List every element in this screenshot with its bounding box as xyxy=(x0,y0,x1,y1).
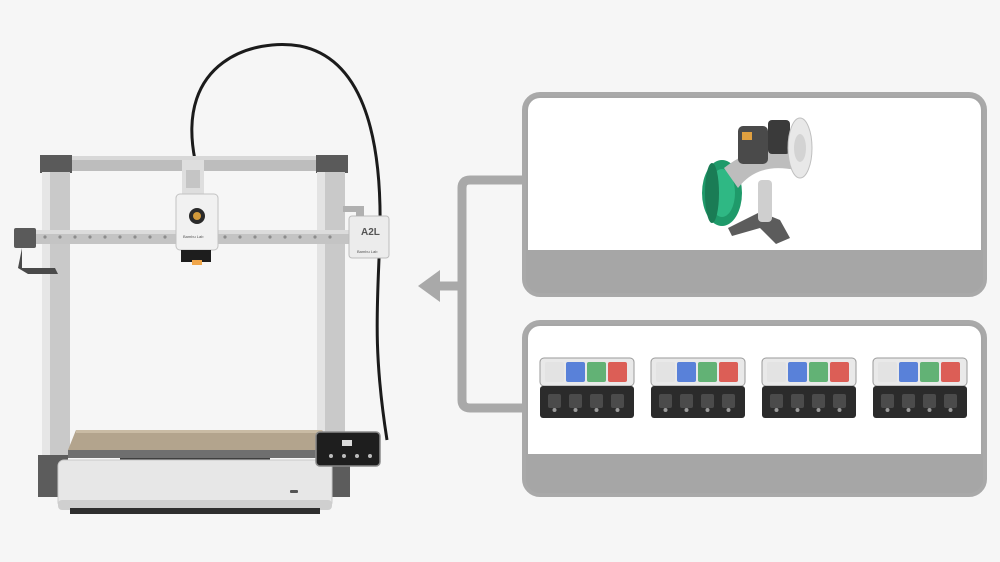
model-label: A2L xyxy=(361,227,380,238)
printer-illustration: A2L Bambu Lab Bambu Lab xyxy=(14,43,390,514)
ams-spool xyxy=(899,362,918,382)
ams-units-row xyxy=(539,357,968,418)
usb-port xyxy=(290,490,298,493)
ams-unit xyxy=(761,357,857,418)
spool-holder-image xyxy=(702,117,813,244)
left-corner-cap xyxy=(40,155,72,173)
gantry-brand-label: Bambu Lab xyxy=(357,249,378,254)
ams-spool xyxy=(608,362,627,382)
ams-spool xyxy=(920,362,939,382)
touch-screen xyxy=(315,431,381,467)
ams-spool xyxy=(719,362,738,382)
ams-spool xyxy=(677,362,696,382)
rail-left-end xyxy=(14,228,36,248)
ams-unit xyxy=(539,357,635,418)
ams-spool xyxy=(830,362,849,382)
filament-tube xyxy=(190,43,389,441)
filament-cutter xyxy=(18,248,58,274)
ams-spool xyxy=(587,362,606,382)
ams-spool xyxy=(656,362,675,382)
toolhead: Bambu Lab xyxy=(175,160,219,265)
arrow-left-icon xyxy=(418,270,440,302)
ams-spool xyxy=(566,362,585,382)
toolhead-brand-label: Bambu Lab xyxy=(183,234,204,239)
print-bed xyxy=(68,430,336,464)
option-panel-ams-lite xyxy=(522,320,987,497)
ams-spool xyxy=(698,362,717,382)
ams-spool xyxy=(788,362,807,382)
ams-spool xyxy=(809,362,828,382)
rail-right-end xyxy=(348,215,390,259)
option-panel-spool-holder xyxy=(522,92,987,297)
ams-unit xyxy=(650,357,746,418)
ams-unit xyxy=(872,357,968,418)
option-connector xyxy=(436,175,524,413)
ams-spool xyxy=(941,362,960,382)
ams-spool xyxy=(767,362,786,382)
ams-spool xyxy=(878,362,897,382)
ams-spool xyxy=(545,362,564,382)
right-corner-cap xyxy=(316,155,348,173)
rail-holes xyxy=(43,235,332,239)
